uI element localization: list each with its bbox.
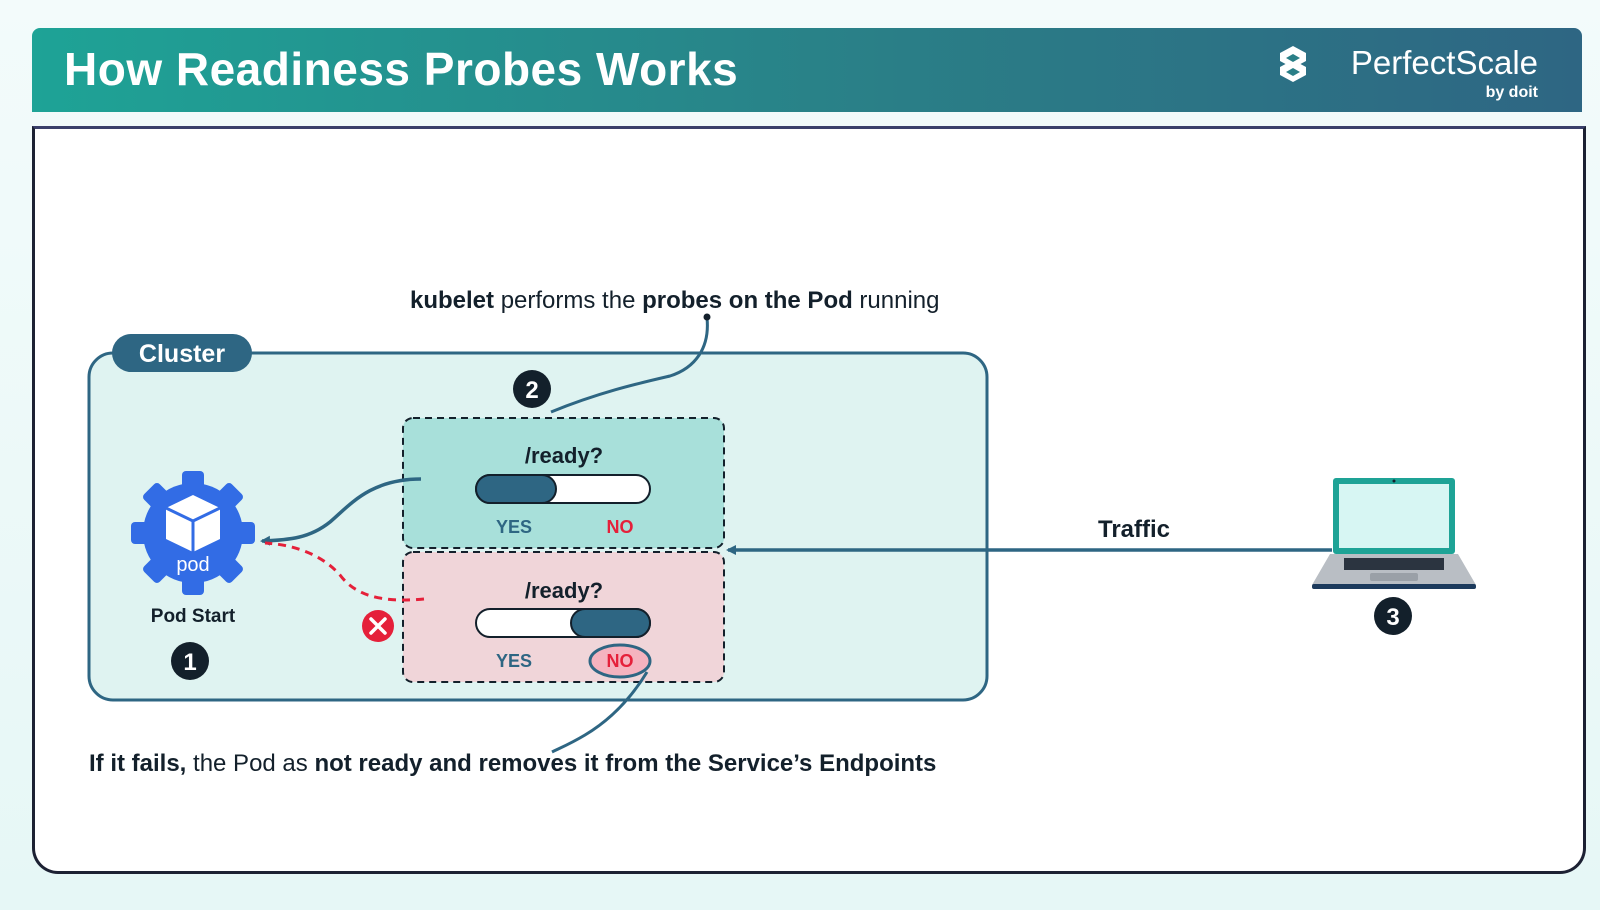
probe-failure-toggle-knob — [570, 608, 651, 638]
pod-icon — [131, 471, 255, 595]
probe-failure-yes: YES — [496, 651, 532, 671]
laptop-icon — [1312, 478, 1476, 589]
brand-logo: PerfectScale by doit — [1278, 42, 1538, 106]
success-arrow — [260, 477, 422, 546]
step-2-number: 2 — [525, 377, 538, 404]
probe-success-toggle-knob — [475, 474, 557, 504]
probe-failure-question: /ready? — [525, 578, 603, 603]
probe-success-question: /ready? — [525, 443, 603, 468]
kubelet-note: kubelet performs the probes on the Pod r… — [410, 287, 940, 314]
traffic-label-bg — [1050, 512, 1180, 546]
pod-label: pod — [176, 554, 209, 576]
traffic-label: Traffic — [1098, 516, 1170, 543]
page-title: How Readiness Probes Works — [64, 43, 739, 95]
kubelet-note-dot — [703, 313, 711, 321]
brand-name: PerfectScale — [1350, 44, 1538, 81]
probe-success-no: NO — [607, 517, 634, 537]
probe-failure-no: NO — [607, 651, 634, 671]
step-2-badge — [513, 370, 551, 408]
cluster-label: Cluster — [139, 340, 225, 368]
header-banner: How Readiness Probes Works PerfectScale … — [32, 28, 1582, 112]
step-3-badge — [1374, 597, 1412, 635]
fail-note-connector — [551, 671, 649, 754]
step-1-number: 1 — [183, 649, 196, 676]
kubelet-note-connector — [550, 317, 709, 414]
perfectscale-logo-icon — [1280, 46, 1306, 82]
failure-x-icon — [362, 610, 394, 642]
pod-caption: Pod Start — [151, 606, 236, 627]
failure-connector — [264, 541, 425, 602]
step-3-number: 3 — [1386, 604, 1399, 631]
brand-sub: by doit — [1485, 84, 1538, 101]
fail-note: If it fails, the Pod as not ready and re… — [89, 750, 936, 777]
probe-failure-no-highlight — [588, 643, 652, 679]
step-1-badge — [171, 642, 209, 680]
probe-success-yes: YES — [496, 517, 532, 537]
cluster-tag — [112, 334, 252, 372]
